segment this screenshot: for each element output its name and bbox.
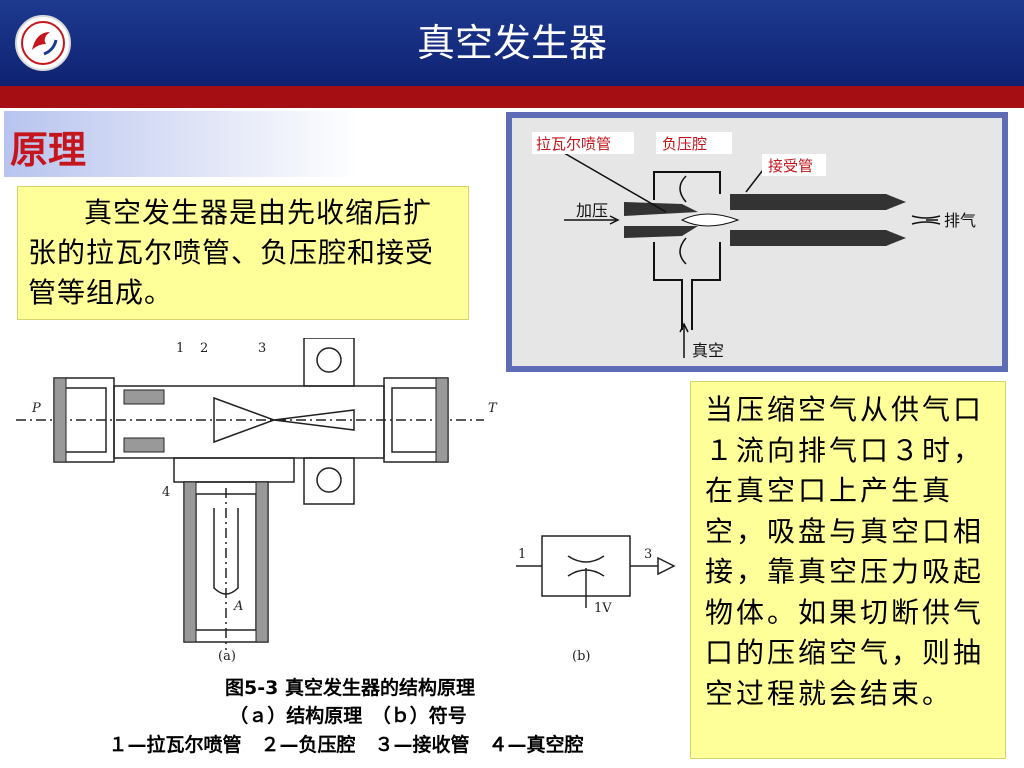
figure-label-a: (a) — [218, 649, 236, 664]
label-chamber: 负压腔 — [662, 135, 707, 153]
part-label-4: 4 — [162, 485, 170, 500]
port-label-a: A — [233, 599, 243, 614]
page-title: 真空发生器 — [416, 21, 607, 65]
part-label-1: 1 — [176, 341, 184, 356]
school-logo-icon — [15, 15, 71, 71]
label-nozzle: 拉瓦尔喷管 — [536, 135, 611, 153]
description-text-box: 当压缩空气从供气口１流向排气口３时，在真空口上产生真空，吸盘与真空口相接，靠真空… — [690, 381, 1006, 759]
intro-text-box: 真空发生器是由先收缩后扩张的拉瓦尔喷管、负压腔和接受管等组成。 — [17, 186, 469, 320]
label-pressure-in: 加压 — [576, 201, 608, 220]
port-label-p: P — [31, 401, 41, 416]
label-exhaust: 排气 — [944, 211, 976, 230]
part-label-3: 3 — [258, 341, 266, 356]
symbol-port-1v: 1V — [594, 601, 612, 616]
label-receiver: 接受管 — [768, 157, 813, 175]
figure-caption-parts: １—拉瓦尔喷管 ２—负压腔 ３—接收管 ４—真空腔 — [108, 734, 584, 756]
symbol-port-1: 1 — [518, 547, 526, 562]
port-label-t: T — [488, 401, 498, 416]
part-label-2: 2 — [200, 341, 208, 356]
symbol-diagram: 1 3 1V (b) — [516, 535, 676, 664]
figure-caption-subfigures: （ａ）结构原理 （ｂ）符号 — [229, 705, 467, 727]
label-vacuum: 真空 — [692, 341, 724, 360]
symbol-port-3: 3 — [644, 547, 652, 562]
section-heading-label: 原理 — [10, 127, 87, 172]
section-heading: 原理 — [4, 111, 358, 177]
principle-diagram: 拉瓦尔喷管 负压腔 接受管 加压 排气 真空 — [506, 112, 1008, 372]
figure-caption-title: 图5-3 真空发生器的结构原理 — [225, 677, 475, 699]
structure-drawing: 1 2 3 4 P T A (a) — [16, 338, 498, 664]
header-bar — [0, 0, 1024, 86]
header-red-band — [0, 86, 1024, 108]
figure-label-b: (b) — [572, 649, 590, 664]
